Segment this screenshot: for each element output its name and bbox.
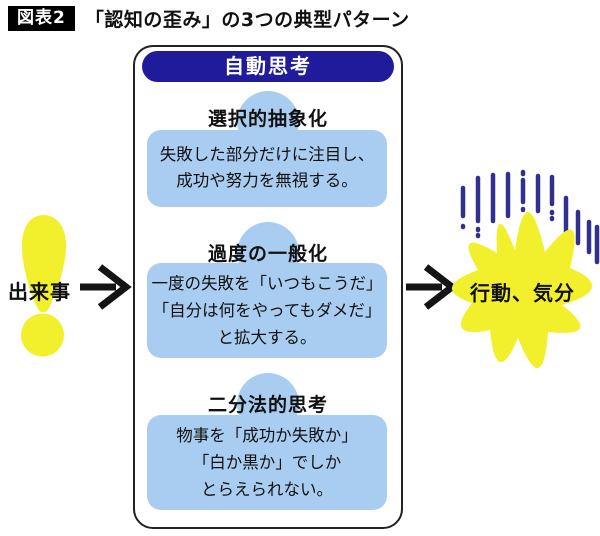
section-heading-dichotomous-thinking: 二分法的思考 bbox=[207, 394, 328, 416]
flow-arrow-right-icon bbox=[406, 264, 458, 310]
body-line: 物事を「成功か失敗か」 bbox=[176, 426, 358, 445]
automatic-thought-panel: 自動思考 選択的抽象化 失敗した部分だけに注目し、 成功や努力を無視する。 過度… bbox=[133, 45, 403, 529]
flow-arrow-left-icon bbox=[80, 264, 132, 310]
outcome-label: 行動、気分 bbox=[470, 281, 575, 305]
body-line: 「自分は何をやってもダメだ」 bbox=[152, 301, 382, 320]
body-line: 「白か黒か」でしか bbox=[192, 453, 342, 472]
panel-header: 自動思考 bbox=[142, 51, 394, 82]
burst-lines-icon bbox=[460, 169, 600, 265]
body-line: とらえられない。 bbox=[201, 480, 333, 499]
figure-header: 図表2 「認知の歪み」の3つの典型パターン bbox=[8, 5, 410, 32]
figure-title: 「認知の歪み」の3つの典型パターン bbox=[84, 9, 410, 31]
event-label: 出来事 bbox=[8, 280, 71, 304]
outcome-graphic bbox=[451, 169, 600, 369]
exclamation-icon bbox=[21, 215, 67, 357]
body-line: 一度の失敗を「いつもこうだ」 bbox=[151, 274, 383, 293]
body-line: 成功や努力を無視する。 bbox=[176, 171, 358, 190]
splat-shape bbox=[451, 211, 593, 369]
section-body-dichotomous-thinking: 物事を「成功か失敗か」 「白か黒か」でしか とらえられない。 bbox=[147, 415, 387, 510]
section-heading-selective-abstraction: 選択的抽象化 bbox=[207, 108, 328, 130]
section-heading-overgeneralization: 過度の一般化 bbox=[207, 243, 328, 265]
section-body-selective-abstraction: 失敗した部分だけに注目し、 成功や努力を無視する。 bbox=[147, 130, 387, 207]
figure-tag: 図表2 bbox=[8, 5, 75, 32]
body-line: と拡大する。 bbox=[217, 328, 317, 347]
body-line: 失敗した部分だけに注目し、 bbox=[159, 145, 375, 164]
section-body-overgeneralization: 一度の失敗を「いつもこうだ」 「自分は何をやってもダメだ」 と拡大する。 bbox=[147, 263, 387, 358]
